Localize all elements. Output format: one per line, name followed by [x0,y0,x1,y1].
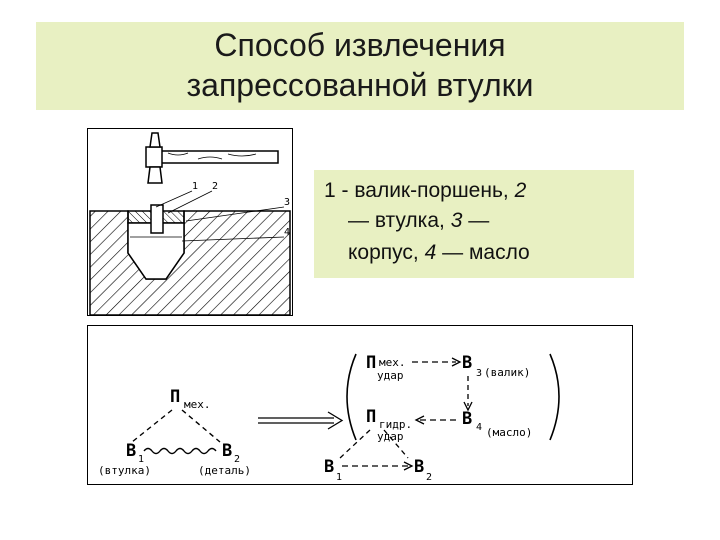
right-b3: В [462,353,472,373]
housing-body [89,210,291,316]
callout-1: 1 [192,181,198,192]
energy-scheme-svg: П мех. В 1 (втулка) В 2 (деталь) П мех. … [98,353,560,483]
left-paren [346,353,357,441]
right-b1-sub: 1 [336,472,342,483]
legend-line-3: корпус, 4 — масло [348,240,530,266]
legend-text: 1 - валик-поршень, [324,179,515,202]
right-p-hyd-sub1: гидр. [379,418,412,431]
right-p-mech-sub1: мех. [379,356,406,369]
callout-4: 4 [284,227,290,238]
legend-panel: 1 - валик-поршень, 2 — втулка, 3 — корпу… [314,170,634,278]
left-scheme: П мех. В 1 (втулка) В 2 (деталь) [98,387,251,477]
left-b1-note: (втулка) [98,464,151,477]
left-p-sub: мех. [184,398,211,411]
left-b2-note: (деталь) [198,464,251,477]
right-p-mech-sub2: удар [377,369,404,382]
page-title-line-2: запрессованной втулки [186,67,534,103]
title-panel: Способ извлечения запрессованной втулки [36,22,684,110]
right-b4-note: (масло) [486,426,532,439]
left-b1-sub: 1 [138,454,144,465]
right-b4: В [462,409,472,429]
legend-text: — масло [436,241,530,264]
legend-text: — втулка, [348,209,451,232]
right-p-hyd: П [366,407,376,427]
shaft-piston [150,204,164,234]
left-p: П [170,387,180,407]
bushing-press-drawing: 1 2 3 4 [87,128,293,316]
callout-2: 2 [212,181,218,192]
bushing-press-svg: 1 2 3 4 [89,132,291,316]
legend-text: — [462,209,490,232]
right-b2-sub: 2 [426,472,432,483]
transition-arrow-icon [258,411,344,430]
right-b3-note: (валик) [484,366,530,379]
energy-scheme: П мех. В 1 (втулка) В 2 (деталь) П мех. … [87,325,633,485]
right-b1: В [324,457,334,477]
legend-number: 2 [514,179,527,202]
right-b3-sub: 3 [476,368,482,379]
legend-number: 3 [450,209,463,232]
page-title-line-1: Способ извлечения [214,27,506,63]
right-b2: В [414,457,424,477]
left-b2-sub: 2 [234,454,240,465]
callout-3: 3 [284,197,290,208]
left-b1: В [126,441,136,461]
hammer-icon [145,132,279,184]
right-p-mech: П [366,353,376,373]
right-paren [549,353,560,441]
legend-line-2: — втулка, 3 — [348,208,489,234]
left-b2: В [222,441,232,461]
legend-text: корпус, [348,241,425,264]
legend-line-1: 1 - валик-поршень, 2 [324,178,526,204]
right-scheme: П мех. удар В 3 (валик) П гидр. удар В 4… [324,353,560,483]
right-b4-sub: 4 [476,422,482,433]
wave-link [143,447,217,455]
legend-number: 4 [424,241,437,264]
